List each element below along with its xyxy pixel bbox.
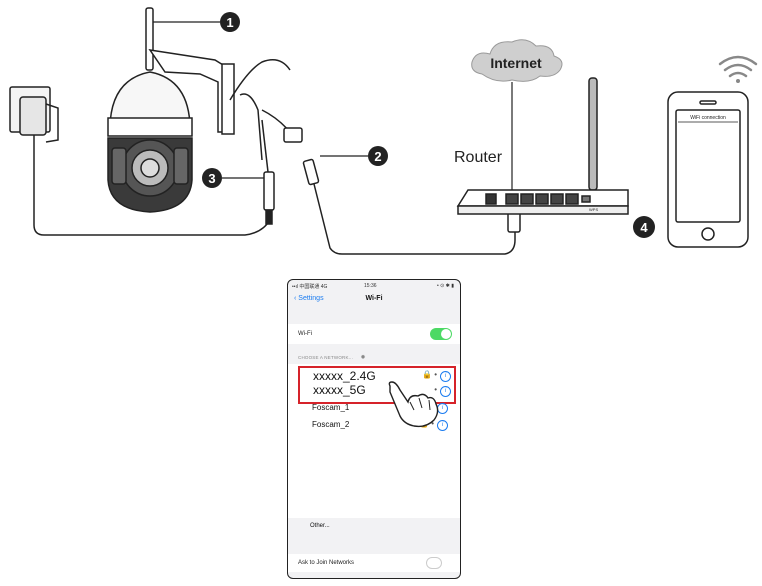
network-list <box>288 364 460 518</box>
phone-wifi-settings: ••ıl 中国联通 4G 15:36 • ⊙ ✱ ▮ ‹ Settings Wi… <box>287 279 461 579</box>
camera-cable-bundle <box>229 59 303 225</box>
connection-diagram: 1 2 3 Internet Router WPS 4 <box>9 7 758 255</box>
clock-text: 15:36 <box>364 283 377 289</box>
info-icon: i <box>440 386 451 397</box>
internet-label: Internet <box>490 55 542 71</box>
status-bar: ••ıl 中国联通 4G 15:36 • ⊙ ✱ ▮ <box>288 280 460 294</box>
network-name: Foscam_1 <box>312 403 350 412</box>
info-icon: i <box>437 420 448 431</box>
ask-join-toggle[interactable] <box>426 557 442 569</box>
pointing-hand-icon <box>388 381 439 428</box>
callout-4-label: 4 <box>640 220 648 235</box>
internet-cloud: Internet <box>471 39 563 82</box>
network-name[interactable]: xxxxx_5G <box>313 383 366 397</box>
settings-back-button[interactable]: ‹ Settings <box>294 295 324 302</box>
callout-2 <box>368 146 388 166</box>
network-name[interactable]: xxxxx_2.4G <box>313 369 376 383</box>
router <box>456 77 629 215</box>
callout-3 <box>202 168 222 188</box>
callout-1 <box>220 12 240 32</box>
network-status-icons: •i <box>434 385 451 397</box>
carrier-text: ••ıl 中国联通 4G <box>292 284 328 290</box>
power-cable <box>33 150 271 236</box>
nav-bar: ‹ Settings Wi-Fi <box>288 292 460 308</box>
ptz-camera <box>107 7 235 213</box>
wifi-icon <box>718 55 758 83</box>
choose-network-header: CHOOSE A NETWORK... ✹ <box>298 355 366 361</box>
info-icon: i <box>440 371 451 382</box>
callout-3-label: 3 <box>208 171 215 186</box>
ask-join-row: Ask to Join Networks <box>288 554 460 572</box>
ask-join-label: Ask to Join Networks <box>298 560 355 566</box>
status-icons: • ⊙ ✱ ▮ <box>436 283 454 289</box>
network-status-icons: 🔒 •i <box>422 370 451 382</box>
router-label: Router <box>454 149 503 166</box>
phone-screen-label: WiFi connection <box>690 115 726 121</box>
smartphone <box>667 91 749 248</box>
network-name: Foscam_2 <box>312 420 350 429</box>
page-title: Wi-Fi <box>365 295 383 302</box>
callout-2-label: 2 <box>374 149 381 164</box>
callout-1-label: 1 <box>226 15 233 30</box>
wifi-label: Wi-Fi <box>298 331 312 337</box>
wifi-toggle-row: Wi-Fi <box>288 324 460 344</box>
callout-4 <box>633 216 655 238</box>
power-adapter <box>9 86 59 150</box>
wps-label: WPS <box>589 207 598 212</box>
highlight-box: xxxxx_2.4G 🔒 •i xxxxx_5G •i <box>298 366 456 404</box>
wifi-toggle[interactable] <box>430 328 452 340</box>
loading-spinner-icon: ✹ <box>360 355 366 361</box>
other-network-row[interactable]: Other... <box>310 523 330 529</box>
